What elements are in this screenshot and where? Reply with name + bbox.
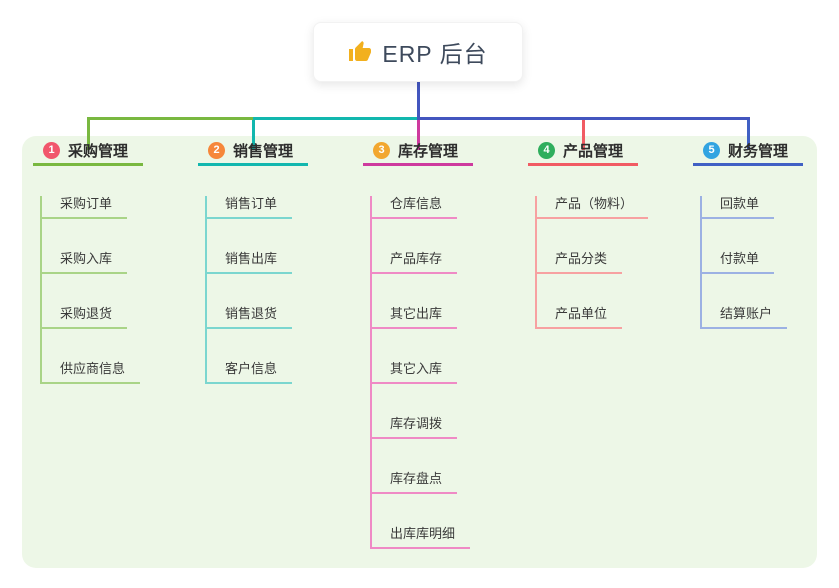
child-node[interactable]: 回款单 <box>702 196 775 219</box>
branch-2: 2 销售管理销售订单销售出库销售退货客户信息 <box>198 142 308 384</box>
branch-node[interactable]: 3 库存管理 <box>363 142 473 166</box>
branch-5: 5 财务管理回款单付款单结算账户 <box>693 142 803 329</box>
branch-3: 3 库存管理仓库信息产品库存其它出库其它入库库存调拨库存盘点出库库明细 <box>363 142 473 549</box>
branches-panel <box>22 136 817 568</box>
branch-title: 产品管理 <box>563 143 624 160</box>
child-node[interactable]: 销售出库 <box>207 251 293 274</box>
child-node[interactable]: 结算账户 <box>702 306 788 329</box>
branch-number-badge: 5 <box>703 142 720 159</box>
branch-title: 销售管理 <box>233 143 294 160</box>
child-node[interactable]: 采购入库 <box>42 251 128 274</box>
child-node[interactable]: 供应商信息 <box>42 361 141 384</box>
child-node[interactable]: 其它出库 <box>372 306 458 329</box>
branch-number-badge: 2 <box>208 142 225 159</box>
branch-4: 4 产品管理产品（物料） 产品分类产品单位 <box>528 142 649 329</box>
branch-node[interactable]: 1 采购管理 <box>33 142 143 166</box>
child-node[interactable]: 其它入库 <box>372 361 458 384</box>
child-node[interactable]: 产品分类 <box>537 251 623 274</box>
branch-number-badge: 3 <box>373 142 390 159</box>
connector-root-stem <box>416 82 420 120</box>
child-node[interactable]: 客户信息 <box>207 361 293 384</box>
child-node[interactable]: 库存调拨 <box>372 416 458 439</box>
branch-children: 仓库信息产品库存其它出库其它入库库存调拨库存盘点出库库明细 <box>370 196 471 549</box>
connector-drop-5 <box>746 117 750 150</box>
branch-node[interactable]: 4 产品管理 <box>528 142 638 166</box>
branch-number-badge: 4 <box>538 142 555 159</box>
child-node[interactable]: 产品（物料） <box>537 196 649 219</box>
child-node[interactable]: 出库库明细 <box>372 526 471 549</box>
child-node[interactable]: 销售退货 <box>207 306 293 329</box>
branch-node[interactable]: 5 财务管理 <box>693 142 803 166</box>
branch-children: 产品（物料） 产品分类产品单位 <box>535 196 649 329</box>
thumbs-up-icon <box>349 41 372 61</box>
root-label: ERP 后台 <box>382 41 488 67</box>
branch-title: 采购管理 <box>68 143 129 160</box>
child-node[interactable]: 付款单 <box>702 251 775 274</box>
branch-number-badge: 1 <box>43 142 60 159</box>
child-node[interactable]: 采购订单 <box>42 196 128 219</box>
child-node[interactable]: 仓库信息 <box>372 196 458 219</box>
connector-bus-right <box>418 117 750 120</box>
branch-node[interactable]: 2 销售管理 <box>198 142 308 166</box>
child-node[interactable]: 销售订单 <box>207 196 293 219</box>
connector-drop-3 <box>416 117 420 150</box>
connector-drop-4 <box>581 117 585 150</box>
branch-children: 采购订单采购入库采购退货供应商信息 <box>40 196 141 384</box>
connector-bus-left <box>86 117 253 120</box>
connector-drop-1 <box>86 117 90 150</box>
child-node[interactable]: 产品单位 <box>537 306 623 329</box>
branch-title: 财务管理 <box>728 143 789 160</box>
connector-drop-2 <box>251 117 255 150</box>
branch-1: 1 采购管理采购订单采购入库采购退货供应商信息 <box>33 142 143 384</box>
branch-title: 库存管理 <box>398 143 459 160</box>
child-node[interactable]: 产品库存 <box>372 251 458 274</box>
branch-children: 回款单付款单结算账户 <box>700 196 788 329</box>
connector-bus-middle <box>253 117 418 120</box>
child-node[interactable]: 采购退货 <box>42 306 128 329</box>
branch-children: 销售订单销售出库销售退货客户信息 <box>205 196 293 384</box>
root-node[interactable]: ERP 后台 <box>313 22 523 82</box>
child-node[interactable]: 库存盘点 <box>372 471 458 494</box>
